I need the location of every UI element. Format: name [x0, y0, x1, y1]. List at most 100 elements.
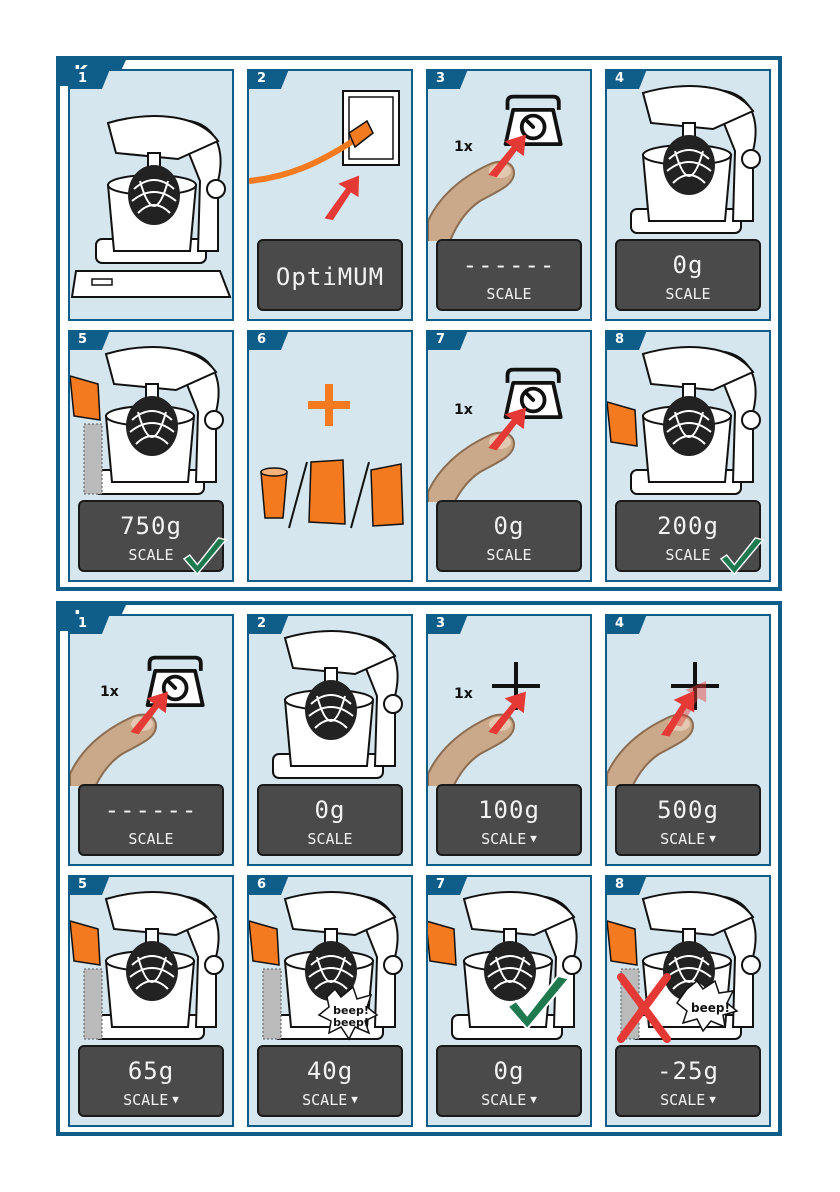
scale-button-icon: [70, 616, 232, 786]
scale-display: ------ SCALE: [436, 239, 582, 311]
step-l2: 2 0g SCALE: [247, 614, 413, 866]
display-mode-row: SCALE▼: [438, 1091, 580, 1109]
stand-mixer-icon: [607, 332, 769, 502]
step-k8: 8 200g SCALE: [605, 330, 771, 582]
scale-display: 65g SCALE ▼: [78, 1045, 224, 1117]
step-number: 7: [426, 330, 460, 350]
step-number: 1: [68, 69, 102, 89]
tap-count: 1x: [454, 139, 473, 155]
step-k1: 1: [68, 69, 234, 321]
section-k: K 1 2 OptiMUM 3 1x ----: [56, 56, 782, 591]
step-number: 3: [426, 614, 460, 634]
scale-display: 500g SCALE ▼: [615, 784, 761, 856]
step-k4: 4 0g SCALE: [605, 69, 771, 321]
step-k5: 5 750g SCALE: [68, 330, 234, 582]
display-value: 40g: [259, 1057, 401, 1085]
display-mode: SCALE: [438, 285, 580, 303]
beep-text: beep!: [691, 1001, 730, 1015]
display-mode: SCALE: [617, 285, 759, 303]
step-number: 2: [247, 69, 281, 89]
display-mode-row: SCALE ▼: [617, 1091, 759, 1109]
display-mode: SCALE: [259, 830, 401, 848]
step-k6: 6: [247, 330, 413, 582]
beep-text: beep!: [329, 1017, 373, 1029]
step-k7: 7 1x 0g SCALE: [426, 330, 592, 582]
display-value: 65g: [80, 1057, 222, 1085]
scale-display: 100g SCALE▼: [436, 784, 582, 856]
step-l4: 4 500g SCALE ▼: [605, 614, 771, 866]
display-mode: SCALE: [660, 1091, 705, 1109]
display-mode: SCALE: [438, 546, 580, 564]
step-l6: 6 beep! beep! 40g SCALE ▼: [247, 875, 413, 1127]
display-mode: SCALE: [302, 1091, 347, 1109]
stand-mixer-icon: [607, 877, 769, 1047]
step-number: 1: [68, 614, 102, 634]
display-value: 0g: [438, 512, 580, 540]
arrow-down-icon: ▼: [709, 1093, 716, 1106]
plus-icon: [249, 332, 411, 580]
stand-mixer-icon: [428, 877, 590, 1047]
step-number: 3: [426, 69, 460, 89]
display-value: 0g: [617, 251, 759, 279]
scale-display: 40g SCALE ▼: [257, 1045, 403, 1117]
step-number: 2: [247, 614, 281, 634]
step-number: 7: [426, 875, 460, 895]
tap-count: 1x: [454, 686, 473, 702]
plug-icon: [249, 71, 411, 241]
stand-mixer-icon: [70, 332, 232, 502]
section-l: L 1 1x ------ SCALE 2 0g SCALE 3: [56, 601, 782, 1136]
display-value: OptiMUM: [259, 263, 401, 291]
display-mode-row: SCALE ▼: [80, 1091, 222, 1109]
step-number: 4: [605, 614, 639, 634]
check-icon: [180, 536, 230, 578]
arrow-down-icon: ▼: [351, 1093, 358, 1106]
plus-button-icon: [607, 616, 769, 786]
step-l1: 1 1x ------ SCALE: [68, 614, 234, 866]
scale-display: ------ SCALE: [78, 784, 224, 856]
plus-button-icon: [428, 616, 590, 786]
stand-mixer-icon: [607, 71, 769, 241]
step-l7: 7 0g SCALE▼: [426, 875, 592, 1127]
tap-count: 1x: [454, 402, 473, 418]
scale-display: 0g SCALE: [436, 500, 582, 572]
step-number: 5: [68, 330, 102, 350]
display-value: 0g: [438, 1057, 580, 1085]
scale-display: 0g SCALE: [257, 784, 403, 856]
step-l5: 5 65g SCALE ▼: [68, 875, 234, 1127]
arrow-down-icon: ▼: [709, 832, 716, 845]
scale-display: OptiMUM: [257, 239, 403, 311]
display-value: ------: [438, 251, 580, 279]
step-number: 4: [605, 69, 639, 89]
scale-display: -25g SCALE ▼: [615, 1045, 761, 1117]
stand-mixer-icon: [70, 71, 232, 311]
stand-mixer-icon: [249, 616, 411, 786]
arrow-down-icon: ▼: [530, 1093, 537, 1106]
tap-count: 1x: [100, 684, 119, 700]
display-mode-row: SCALE ▼: [259, 1091, 401, 1109]
scale-display: 0g SCALE: [615, 239, 761, 311]
scale-button-icon: [428, 332, 590, 502]
arrow-down-icon: ▼: [530, 832, 537, 845]
display-mode: SCALE: [80, 830, 222, 848]
step-number: 8: [605, 875, 639, 895]
arrow-down-icon: ▼: [172, 1093, 179, 1106]
display-value: 100g: [438, 796, 580, 824]
step-l3: 3 1x 100g SCALE▼: [426, 614, 592, 866]
step-number: 6: [247, 875, 281, 895]
check-icon: [717, 536, 767, 578]
display-mode-row: SCALE ▼: [617, 830, 759, 848]
display-mode: SCALE: [660, 830, 705, 848]
step-number: 6: [247, 330, 281, 350]
display-value: -25g: [617, 1057, 759, 1085]
step-k2: 2 OptiMUM: [247, 69, 413, 321]
display-value: ------: [80, 796, 222, 824]
stand-mixer-icon: [70, 877, 232, 1047]
scale-display: 0g SCALE▼: [436, 1045, 582, 1117]
display-mode: SCALE: [123, 1091, 168, 1109]
step-number: 8: [605, 330, 639, 350]
display-value: 500g: [617, 796, 759, 824]
display-value: 0g: [259, 796, 401, 824]
scale-button-icon: [428, 71, 590, 241]
beep-label: beep! beep!: [329, 1005, 373, 1029]
step-number: 5: [68, 875, 102, 895]
